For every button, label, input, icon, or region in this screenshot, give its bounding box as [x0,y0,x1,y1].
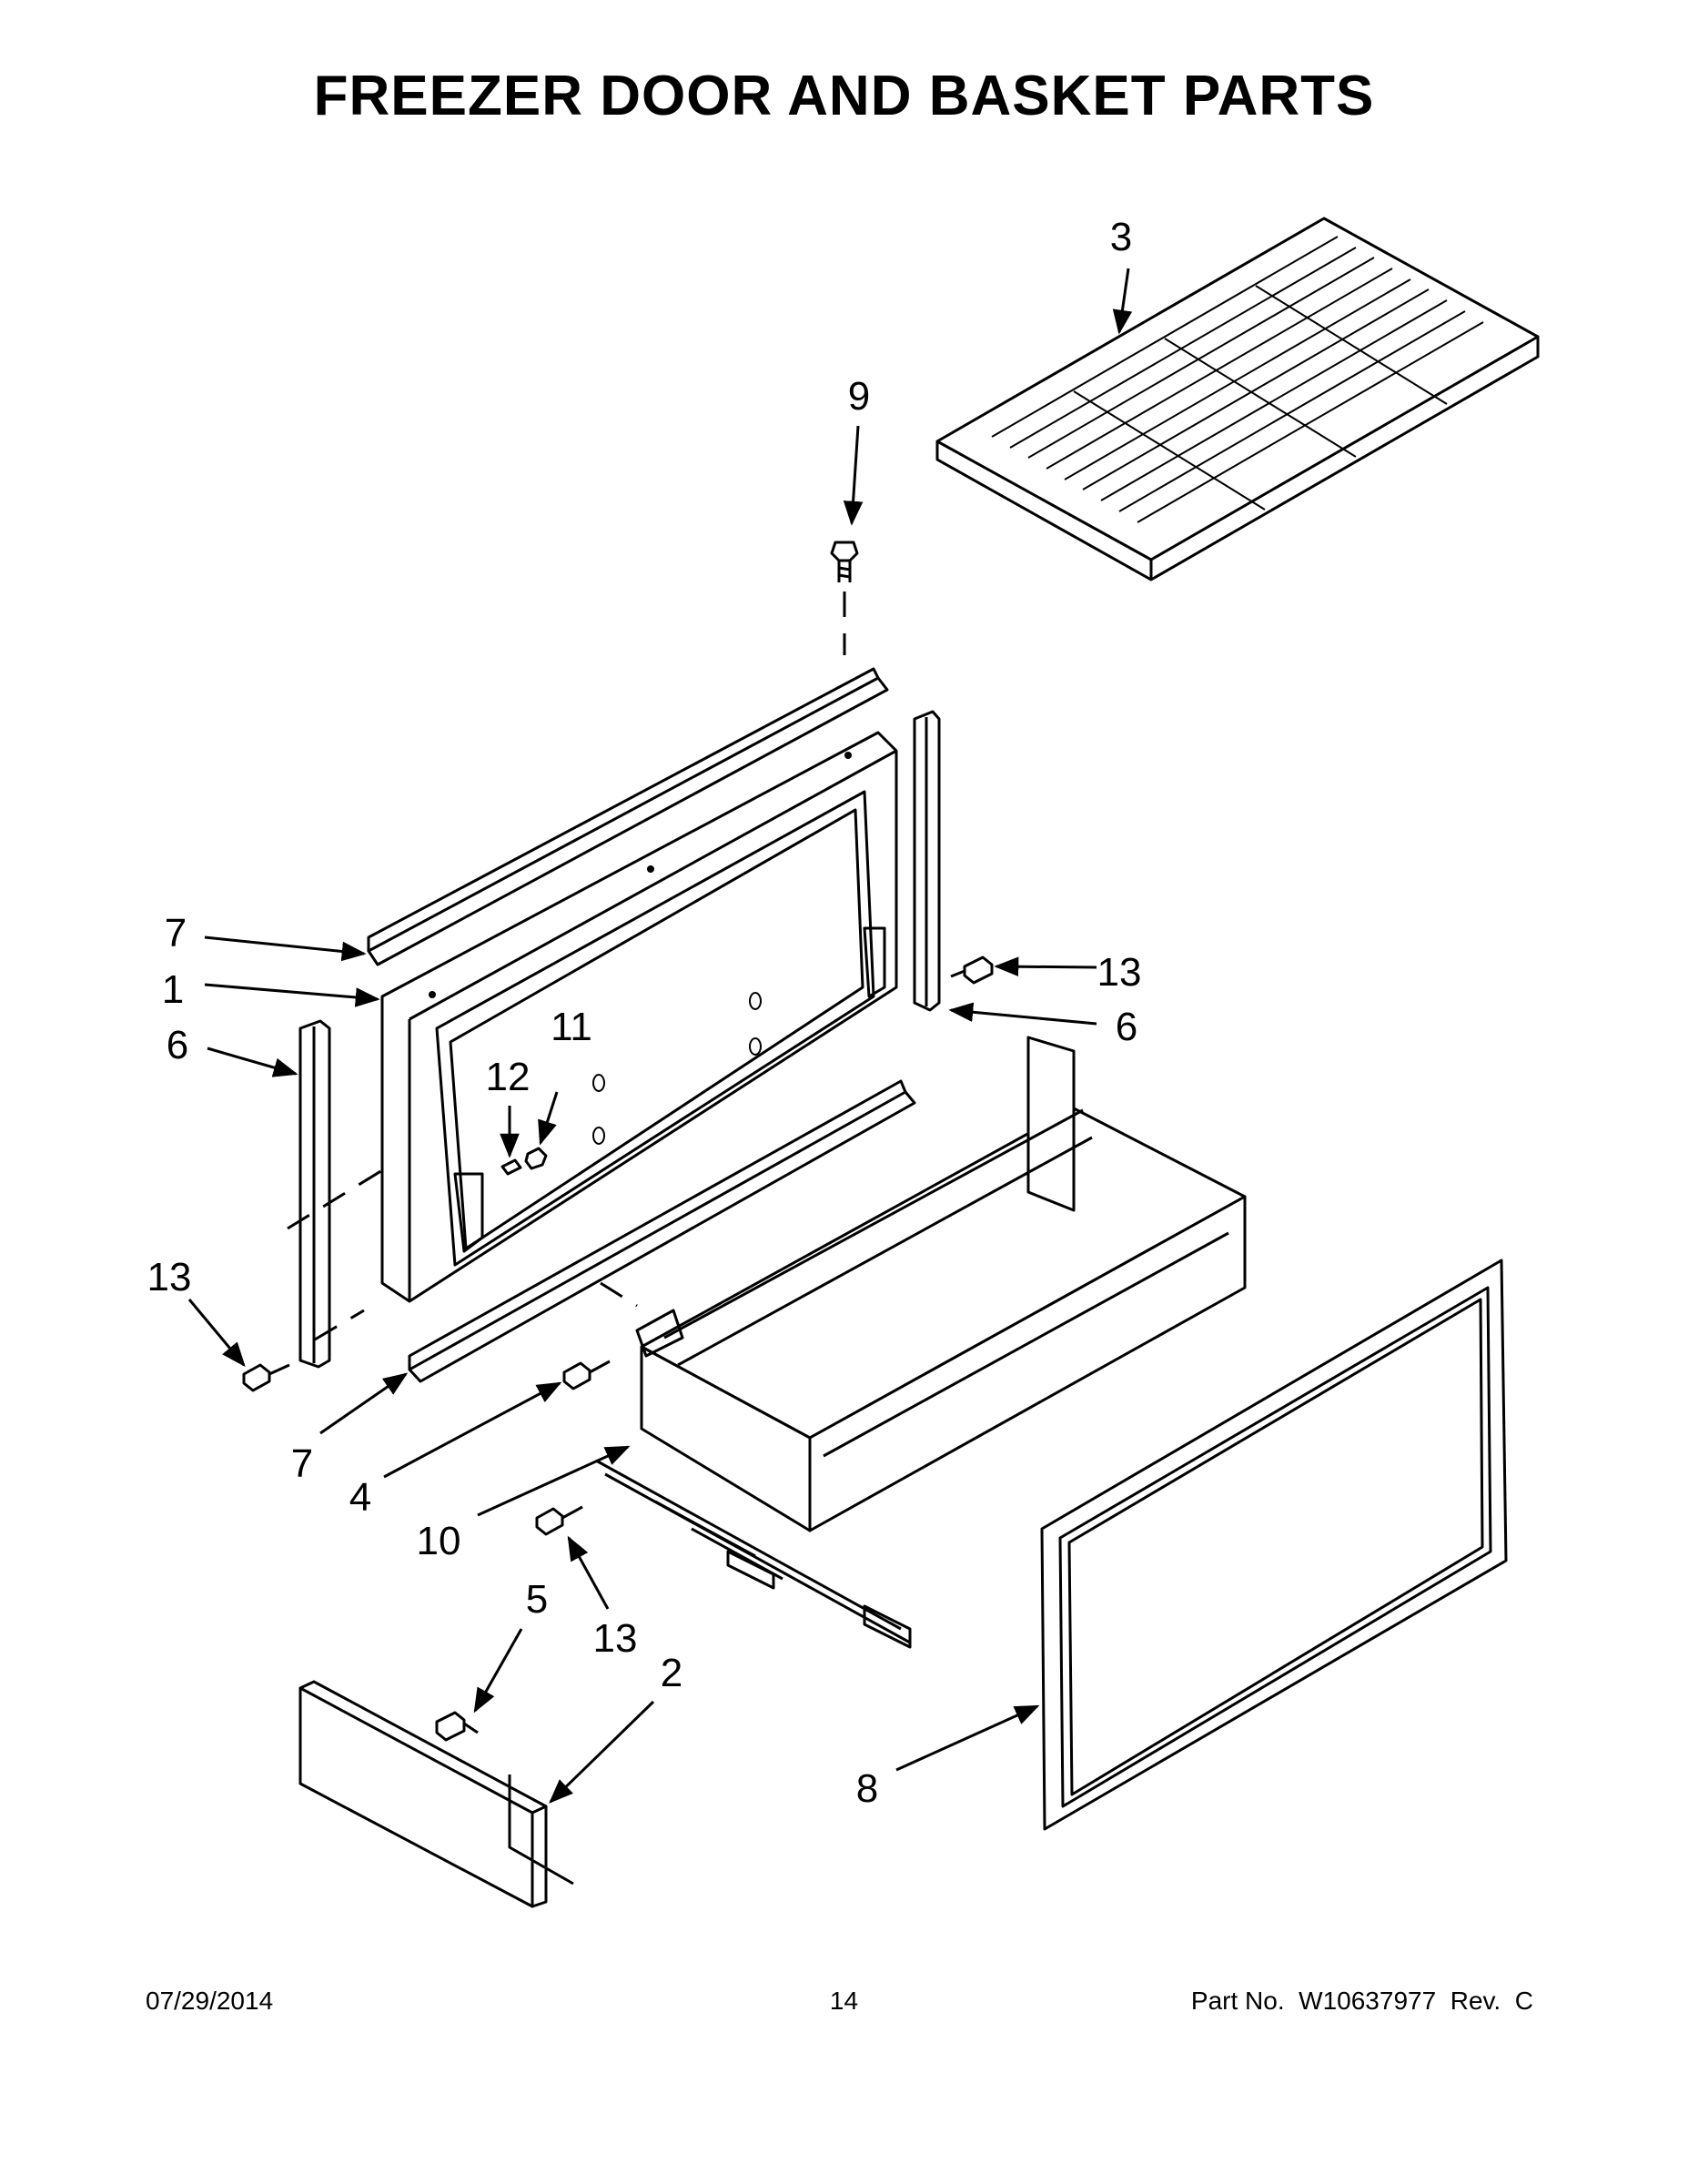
part-8-gasket [1040,1259,1508,1831]
callout-7-bottom: 7 [291,1441,313,1486]
shelf-slots [991,236,1484,523]
freezer-basket [635,1036,1247,1532]
leader-lines [187,268,1133,1804]
part-3-shelf [935,217,1540,581]
part-7-bottom-trim [408,1079,916,1383]
footer-part-number: Part No. W10637977 Rev. C [1190,1987,1533,2015]
callout-2: 2 [661,1651,682,1695]
callout-6-right: 6 [1116,1005,1137,1049]
footer-date: 07/29/2014 [146,1987,274,2015]
part-6-right-rail [913,710,941,1012]
callout-13-basket: 13 [593,1616,638,1661]
part-13-screw-left-rail [242,1363,290,1392]
part-13-screw-right-rail [950,956,994,985]
part-5-screw [435,1711,479,1742]
callout-7-top: 7 [165,911,187,956]
part-2-basket-front [298,1680,574,1908]
callout-11: 11 [551,1005,592,1049]
callout-13-right: 13 [1097,950,1142,995]
callout-3: 3 [1110,215,1132,259]
part-4-screw [562,1360,611,1390]
part-11-nut [524,1147,548,1170]
callout-10: 10 [417,1519,461,1563]
callout-5: 5 [526,1577,548,1622]
callout-12: 12 [486,1055,531,1099]
part-12-bolt [500,1158,522,1176]
callout-6-left: 6 [167,1023,188,1067]
callout-4: 4 [349,1475,371,1520]
footer-page-number: 14 [829,1987,859,2015]
callout-9: 9 [848,374,870,419]
part-13-screw-basket [535,1505,583,1536]
part-6-left-rail [287,1019,388,1369]
page-title: FREEZER DOOR AND BASKET PARTS [313,65,1375,127]
callout-1: 1 [162,967,184,1012]
part-7-top-trim [367,667,889,966]
part-10-slide-rail [595,1281,912,1649]
callout-8: 8 [856,1766,878,1811]
part-1-door-panel [380,731,898,1303]
callout-13-left: 13 [147,1255,192,1299]
part-9-screw [830,541,859,655]
